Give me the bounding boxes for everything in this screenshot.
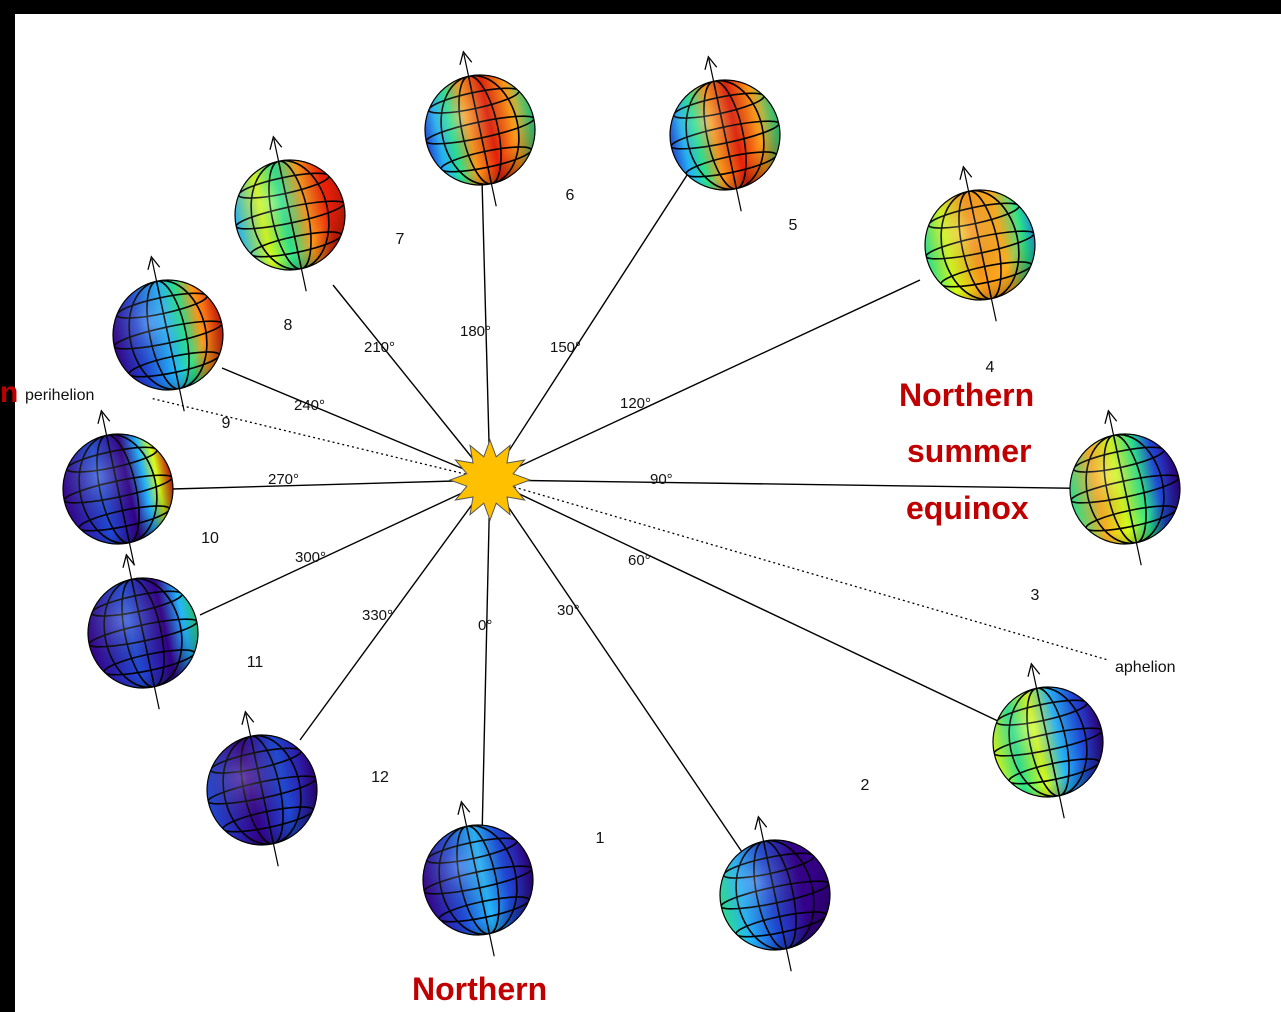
globe-month-4 xyxy=(1069,409,1181,566)
diagram-canvas: 0° 1 30° 2 60° 3 90° 4 120° 5 150° 6 180° 7 210° 8 240° 9… xyxy=(15,14,1281,1012)
globe-outline xyxy=(62,433,174,545)
orbit-rays xyxy=(171,154,1126,853)
orbit-ray-9 xyxy=(221,367,491,481)
axis-arrow-icon xyxy=(754,815,768,830)
month-number-10: 10 xyxy=(201,530,219,547)
angle-label-1: 0° xyxy=(478,617,492,634)
bottom-callout: Northern xyxy=(412,971,547,1007)
globe-outline xyxy=(992,686,1104,798)
sun-star xyxy=(448,438,532,522)
labels: 0° 1 30° 2 60° 3 90° 4 120° 5 150° 6 180° 7 210° 8 240° 9… xyxy=(201,187,1039,847)
orbit-ray-2 xyxy=(489,479,743,853)
month-number-8: 8 xyxy=(284,317,293,334)
globe-month-8 xyxy=(234,135,346,292)
angle-label-6: 150° xyxy=(550,339,581,356)
globe-month-5 xyxy=(924,165,1036,322)
globe-outline xyxy=(87,577,199,689)
month-number-9: 9 xyxy=(222,415,231,432)
axis-arrow-icon xyxy=(459,50,473,65)
axis-arrow-icon xyxy=(704,55,718,70)
month-number-3: 3 xyxy=(1031,587,1040,604)
month-number-6: 6 xyxy=(566,187,575,204)
axis-arrow-icon xyxy=(241,710,255,725)
globe-month-6 xyxy=(669,55,781,212)
globe-month-9 xyxy=(112,255,224,412)
globe-outline xyxy=(669,79,781,191)
angle-label-4: 90° xyxy=(650,471,673,488)
globe-month-11 xyxy=(87,553,199,710)
globe-outline xyxy=(719,839,831,951)
globe-month-12 xyxy=(206,710,318,867)
globe-outline xyxy=(112,279,224,391)
globe-outline xyxy=(424,74,536,186)
left-cut-callout: n xyxy=(0,376,19,409)
orbit-ray-3 xyxy=(489,479,1001,723)
aphelion-label: aphelion xyxy=(1115,659,1176,676)
month-number-7: 7 xyxy=(396,231,405,248)
globe-month-1 xyxy=(422,800,534,957)
month-number-11: 11 xyxy=(247,654,264,671)
aphelion-line xyxy=(489,479,1109,661)
axis-arrow-icon xyxy=(1104,409,1118,424)
orbit-diagram: 0° 1 30° 2 60° 3 90° 4 120° 5 150° 6 180° 7 210° 8 240° 9… xyxy=(25,50,1181,1007)
angle-label-11: 300° xyxy=(295,549,326,566)
month-number-1: 1 xyxy=(596,830,605,847)
angle-label-5: 120° xyxy=(620,395,651,412)
globe-outline xyxy=(422,824,534,936)
axis-arrow-icon xyxy=(457,800,471,815)
axis-arrow-icon xyxy=(959,165,973,180)
angle-label-9: 240° xyxy=(294,397,325,414)
globe-outline xyxy=(234,159,346,271)
axis-arrow-icon xyxy=(122,553,136,568)
apsis-line xyxy=(149,397,1109,661)
globe-month-3 xyxy=(992,662,1104,819)
angle-label-12: 330° xyxy=(362,607,393,624)
globe-month-2 xyxy=(719,815,831,972)
orbit-ray-12 xyxy=(299,479,491,741)
month-number-12: 12 xyxy=(371,769,389,786)
orbit-ray-10 xyxy=(171,479,491,490)
summer-callout-line3: equinox xyxy=(906,490,1029,526)
globe-month-10 xyxy=(62,409,174,566)
globe-outline xyxy=(206,734,318,846)
orbit-ray-7 xyxy=(481,179,491,481)
angle-label-10: 270° xyxy=(268,471,299,488)
axis-arrow-icon xyxy=(97,409,111,424)
month-number-5: 5 xyxy=(789,217,798,234)
summer-callout-line1: Northern xyxy=(899,377,1034,413)
orbit-ray-5 xyxy=(489,279,921,481)
angle-label-8: 210° xyxy=(364,339,395,356)
orbit-ray-11 xyxy=(199,479,491,616)
month-number-4: 4 xyxy=(986,359,995,376)
globe-outline xyxy=(1069,433,1181,545)
axis-arrow-icon xyxy=(147,255,161,270)
orbit-ray-8 xyxy=(332,284,491,481)
axis-arrow-icon xyxy=(1027,662,1041,677)
angle-label-3: 60° xyxy=(628,552,651,569)
perihelion-label: perihelion xyxy=(25,387,94,404)
angle-label-7: 180° xyxy=(460,323,491,340)
orbit-ray-1 xyxy=(481,479,491,839)
axis-arrow-icon xyxy=(269,135,283,150)
angle-label-2: 30° xyxy=(557,602,580,619)
globe-month-7 xyxy=(424,50,536,207)
orbit-ray-6 xyxy=(489,154,701,481)
sun-icon xyxy=(448,438,532,522)
globe-outline xyxy=(924,189,1036,301)
orbit-ray-4 xyxy=(489,479,1126,490)
summer-callout-line2: summer xyxy=(907,433,1032,469)
perihelion-line xyxy=(149,397,491,481)
month-number-2: 2 xyxy=(861,777,870,794)
globes xyxy=(62,50,1181,972)
